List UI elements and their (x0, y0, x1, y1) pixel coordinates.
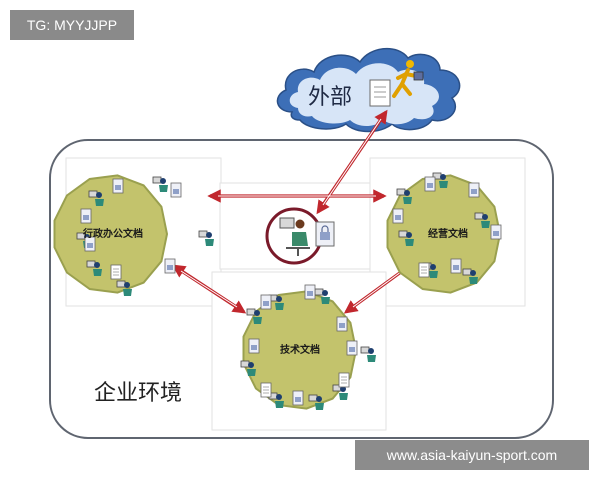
admin-user-icon (152, 176, 168, 192)
business-user-icon (462, 268, 478, 284)
tech-lock-icon (292, 390, 304, 406)
admin-lock-icon (164, 258, 176, 274)
watermark-tag: TG: MYYJJPP (10, 10, 134, 40)
admin-document-icon (110, 264, 122, 280)
central-lock-document-icon (315, 221, 335, 247)
admin-user-icon (88, 190, 104, 206)
tech-user-icon (246, 308, 262, 324)
footer-url-banner: www.asia-kaiyun-sport.com (355, 440, 589, 470)
tech-user-icon (314, 288, 330, 304)
business-user-icon (474, 212, 490, 228)
tech-user-icon (240, 360, 256, 376)
business-user-icon (432, 172, 448, 188)
admin-group-label: 行政办公文档 (82, 227, 143, 240)
tech-lock-icon (304, 284, 316, 300)
business-lock-icon (450, 258, 462, 274)
business-user-icon (396, 188, 412, 204)
enterprise-label: 企业环境 (94, 381, 182, 406)
external-cloud (276, 47, 461, 133)
tech-user-icon (308, 394, 324, 410)
briefcase-icon (413, 71, 424, 81)
business-group-label: 经营文档 (428, 227, 468, 240)
business-document-icon (418, 262, 430, 278)
tech-document-icon (260, 382, 272, 398)
admin-user-icon (86, 260, 102, 276)
admin-lock-icon (80, 208, 92, 224)
business-lock-icon (468, 182, 480, 198)
tech-lock-icon (336, 316, 348, 332)
tech-document-group: 技术文档 (240, 284, 376, 410)
external-label: 外部 (308, 85, 352, 110)
tech-user-icon (332, 384, 348, 400)
tech-user-icon (360, 346, 376, 362)
admin-lock-icon (84, 236, 96, 252)
central-user-node (265, 207, 323, 265)
enterprise-boundary (49, 139, 554, 439)
tech-user-icon (268, 294, 284, 310)
tech-group-label: 技术文档 (280, 343, 320, 356)
business-lock-icon (392, 208, 404, 224)
external-document-icon (369, 79, 391, 107)
business-user-icon (398, 230, 414, 246)
admin-user-icon (116, 280, 132, 296)
business-lock-icon (424, 176, 436, 192)
admin-user-icon (198, 230, 214, 246)
admin-document-group: 行政办公文档 (53, 174, 214, 296)
tech-lock-icon (346, 340, 358, 356)
business-document-group: 经营文档 (386, 172, 502, 294)
admin-lock-icon (170, 182, 182, 198)
tech-document-icon (338, 372, 350, 388)
tech-lock-icon (260, 294, 272, 310)
admin-lock-icon (112, 178, 124, 194)
tech-lock-icon (248, 338, 260, 354)
running-person-icon (392, 60, 418, 98)
business-lock-icon (490, 224, 502, 240)
